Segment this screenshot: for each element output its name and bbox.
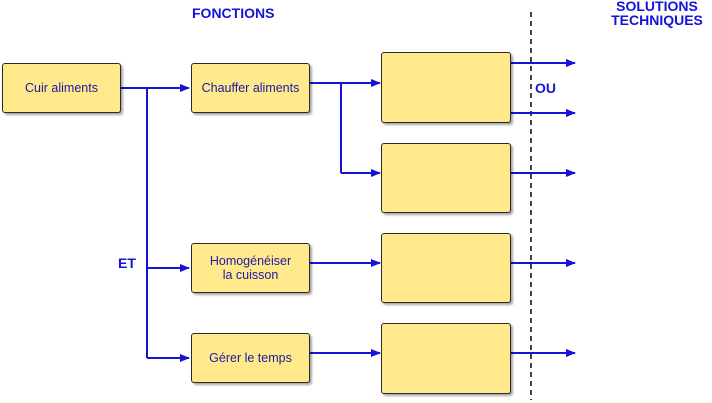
header-solutions-techniques: SOLUTIONS TECHNIQUES xyxy=(604,0,710,27)
box-gerer-le-temps: Gérer le temps xyxy=(191,333,310,383)
header-solutions-line2: TECHNIQUES xyxy=(611,12,703,28)
box-solution-3 xyxy=(381,233,511,303)
box-homogeneiser: Homogénéiser la cuisson xyxy=(191,243,310,293)
box-solution-4 xyxy=(381,323,511,394)
label-ou: OU xyxy=(535,80,556,96)
connector-chauffer-branch xyxy=(310,82,342,173)
box-homogeneiser-line2: la cuisson xyxy=(222,268,279,282)
box-chauffer-aliments: Chauffer aliments xyxy=(191,63,310,113)
header-fonctions: FONCTIONS xyxy=(192,5,275,21)
header-solutions-line1: SOLUTIONS xyxy=(616,0,698,14)
label-et: ET xyxy=(118,255,136,271)
box-solution-1 xyxy=(381,52,511,123)
box-gerer-le-temps-label: Gérer le temps xyxy=(209,351,292,365)
connector-cuir-trunk xyxy=(121,87,148,358)
box-solution-2 xyxy=(381,143,511,213)
box-cuir-aliments-label: Cuir aliments xyxy=(25,81,98,95)
box-chauffer-aliments-label: Chauffer aliments xyxy=(201,81,300,95)
box-cuir-aliments: Cuir aliments xyxy=(2,63,121,113)
box-homogeneiser-line1: Homogénéiser xyxy=(209,254,292,268)
